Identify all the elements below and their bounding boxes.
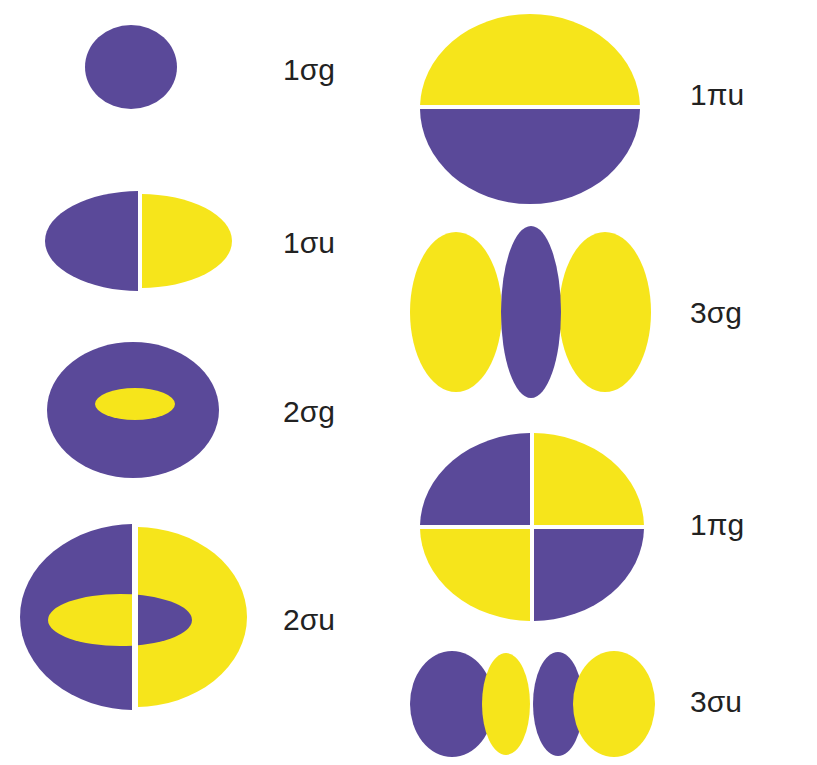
orbital-2sg — [47, 342, 219, 478]
orbital-label: 3σu — [690, 687, 742, 717]
orbital-label: 2σg — [283, 397, 335, 427]
orbital-1pg — [420, 433, 644, 621]
orbital-label: 1σg — [283, 55, 335, 85]
orbital-1sg — [85, 25, 177, 109]
orbital-label: 3σg — [690, 298, 742, 328]
orbital-label: 2σu — [283, 605, 335, 635]
orbital-1su — [45, 191, 235, 291]
orbital-3sg — [410, 226, 651, 398]
orbital-label: 1πu — [690, 80, 744, 110]
orbital-label: 1πg — [690, 510, 744, 540]
orbital-3su — [410, 651, 655, 757]
orbital-1pu — [420, 12, 640, 204]
orbital-label: 1σu — [283, 228, 335, 258]
orbital-2su — [20, 524, 250, 710]
